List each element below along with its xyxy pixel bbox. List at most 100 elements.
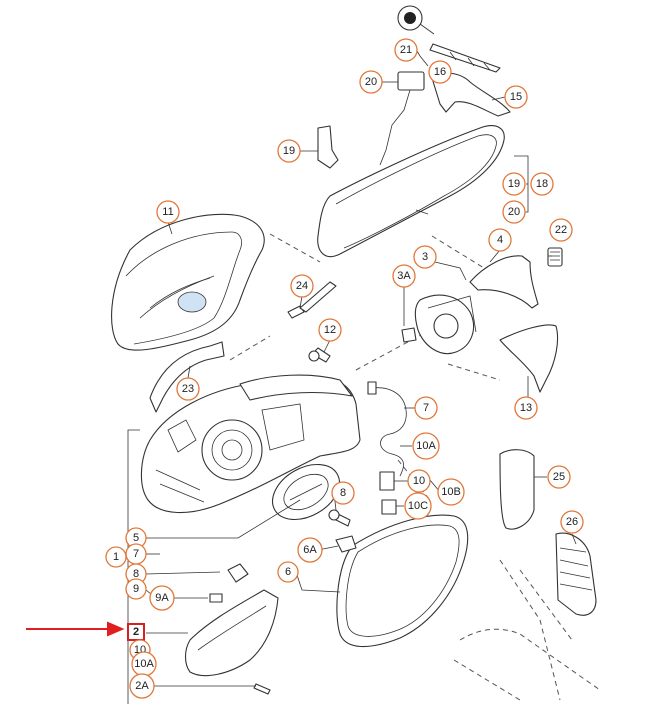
mirror-cover-part (431, 72, 511, 117)
callout-22: 22 (549, 218, 573, 242)
callout-10A-lower: 10A (131, 651, 157, 677)
callout-20-top: 20 (359, 70, 383, 94)
callout-13: 13 (514, 396, 538, 420)
adjusting-plate-part (272, 463, 340, 521)
svg-text:20: 20 (365, 76, 377, 88)
callout-11: 11 (156, 200, 180, 224)
clip-holder-part (429, 43, 501, 73)
callout-24: 24 (290, 274, 314, 298)
bracket-part-23 (149, 341, 225, 413)
callout-20-right: 20 (502, 200, 526, 224)
callout-9: 9 (125, 578, 147, 600)
svg-text:16: 16 (434, 66, 446, 78)
callout-3A: 3A (392, 264, 416, 288)
callout-10C: 10C (404, 492, 432, 520)
callout-21: 21 (394, 38, 418, 62)
connector-part-9A (209, 593, 223, 603)
door-outline (453, 559, 601, 701)
connector-part-20 (379, 71, 425, 166)
callout-8-left: 8 (125, 563, 147, 585)
bulb-part-8 (227, 563, 249, 583)
callout-6: 6 (277, 561, 299, 583)
svg-text:3A: 3A (397, 270, 411, 282)
mirror-base-part (414, 294, 477, 354)
callout-8-right: 8 (331, 481, 355, 505)
svg-text:18: 18 (536, 178, 548, 190)
svg-text:10B: 10B (441, 486, 461, 498)
svg-text:8: 8 (133, 568, 139, 580)
callout-23: 23 (176, 377, 200, 401)
cap-part-25 (499, 449, 535, 530)
svg-text:20: 20 (508, 206, 520, 218)
connector-part-10C (381, 499, 397, 515)
callout-9A: 9A (149, 585, 175, 611)
callout-26: 26 (560, 510, 584, 534)
callout-16: 16 (428, 60, 452, 84)
trim-part-26 (555, 532, 597, 616)
svg-text:7: 7 (133, 548, 139, 560)
mirror-glass-part (336, 514, 469, 648)
svg-text:10A: 10A (134, 658, 154, 670)
wiring-harness-part (367, 381, 407, 477)
callout-18: 18 (530, 172, 554, 196)
interior-mirror-part (317, 125, 505, 258)
connector-part-6A (335, 535, 357, 553)
svg-text:26: 26 (566, 516, 578, 528)
housing-cover-part (111, 213, 265, 351)
svg-text:15: 15 (510, 91, 522, 103)
clip-part-22 (547, 247, 563, 267)
callout-2-highlighted: 2 (127, 623, 145, 641)
svg-text:6A: 6A (303, 544, 317, 556)
callout-10: 10 (407, 469, 431, 493)
lower-cover-part-2 (184, 589, 279, 677)
callout-10B: 10B (437, 478, 465, 506)
screw-part-2A (253, 683, 271, 695)
svg-text:7: 7 (423, 402, 429, 414)
svg-text:25: 25 (553, 471, 565, 483)
callout-15: 15 (504, 85, 528, 109)
svg-text:21: 21 (400, 44, 412, 56)
svg-text:1: 1 (113, 551, 119, 563)
svg-text:3: 3 (422, 251, 428, 263)
rain-sensor-part (397, 5, 435, 35)
mirror-housing-assembly-part (140, 374, 361, 514)
red-pointer-arrow (26, 621, 125, 637)
svg-text:2: 2 (133, 626, 139, 638)
svg-text:10C: 10C (408, 500, 428, 512)
svg-text:13: 13 (520, 402, 532, 414)
svg-text:5: 5 (133, 532, 139, 544)
trim-part-13 (499, 324, 559, 393)
svg-text:23: 23 (182, 383, 194, 395)
svg-text:10A: 10A (416, 440, 436, 452)
callout-7: 7 (414, 396, 438, 420)
screw-part-24 (287, 281, 337, 319)
grommet-part-3A (401, 327, 417, 343)
clip-part-19 (317, 125, 339, 169)
svg-text:19: 19 (283, 145, 295, 157)
callout-4: 4 (488, 228, 512, 252)
svg-text:12: 12 (324, 324, 336, 336)
svg-text:11: 11 (162, 206, 173, 218)
svg-text:22: 22 (555, 224, 567, 236)
svg-text:9A: 9A (155, 592, 169, 604)
svg-text:6: 6 (285, 566, 291, 578)
svg-text:2A: 2A (135, 680, 149, 692)
callout-7-left: 7 (125, 543, 147, 565)
callout-19-left: 19 (277, 139, 301, 163)
callout-19-right: 19 (502, 172, 526, 196)
callout-3: 3 (413, 245, 437, 269)
callout-2A: 2A (129, 673, 155, 699)
screw-part-12 (308, 347, 331, 363)
svg-text:9: 9 (133, 583, 139, 595)
callout-12: 12 (318, 318, 342, 342)
svg-text:24: 24 (296, 280, 308, 292)
connector-part-10 (379, 471, 395, 491)
svg-text:19: 19 (508, 178, 520, 190)
callout-1: 1 (105, 546, 127, 568)
callout-10A: 10A (412, 432, 440, 460)
svg-text:4: 4 (497, 234, 503, 246)
screw-part-8 (328, 509, 351, 527)
cover-part-4 (469, 255, 539, 309)
callout-25: 25 (547, 465, 571, 489)
